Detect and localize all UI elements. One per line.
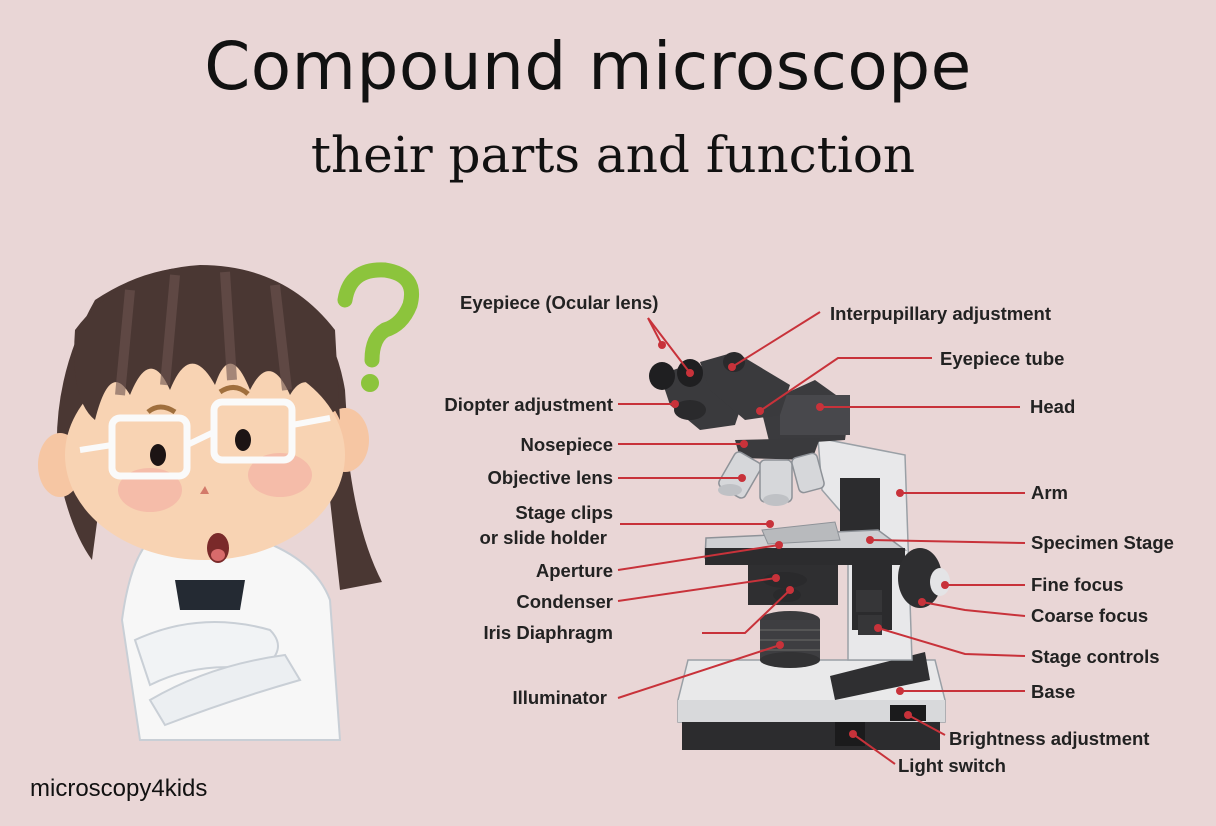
label-head: Head	[1030, 396, 1076, 417]
label-arm: Arm	[1031, 482, 1069, 503]
label-nosepiece: Nosepiece	[520, 434, 613, 455]
label-iris-diaphragm: Iris Diaphragm	[483, 622, 613, 643]
scientist-illustration	[38, 262, 419, 741]
label-specimen-stage: Specimen Stage	[1031, 532, 1174, 553]
label-stage-clips-line2: or slide holder	[479, 527, 607, 548]
label-stage-controls: Stage controls	[1031, 646, 1160, 667]
question-mark-icon	[337, 262, 419, 392]
label-eyepiece: Eyepiece (Ocular lens)	[460, 292, 659, 313]
leader-lines	[617, 311, 1026, 765]
label-diopter-adjustment: Diopter adjustment	[444, 394, 613, 415]
label-coarse-focus: Coarse focus	[1031, 605, 1149, 626]
page-title: Compound microscope	[204, 28, 972, 105]
label-interpupillary-adjustment: Interpupillary adjustment	[830, 303, 1052, 324]
label-stage-clips-line1: Stage clips	[515, 502, 613, 523]
label-brightness-adjustment: Brightness adjustment	[949, 728, 1150, 749]
leader-dots	[658, 341, 949, 738]
label-base: Base	[1031, 681, 1076, 702]
label-objective-lens: Objective lens	[487, 467, 613, 488]
label-illuminator: Illuminator	[512, 687, 607, 708]
label-condenser: Condenser	[516, 591, 613, 612]
label-light-switch: Light switch	[898, 755, 1006, 776]
label-fine-focus: Fine focus	[1031, 574, 1124, 595]
label-aperture: Aperture	[535, 560, 613, 581]
page-subtitle: their parts and function	[310, 126, 916, 184]
label-eyepiece-tube: Eyepiece tube	[940, 348, 1065, 369]
brand-text: microscopy4kids	[30, 775, 208, 802]
